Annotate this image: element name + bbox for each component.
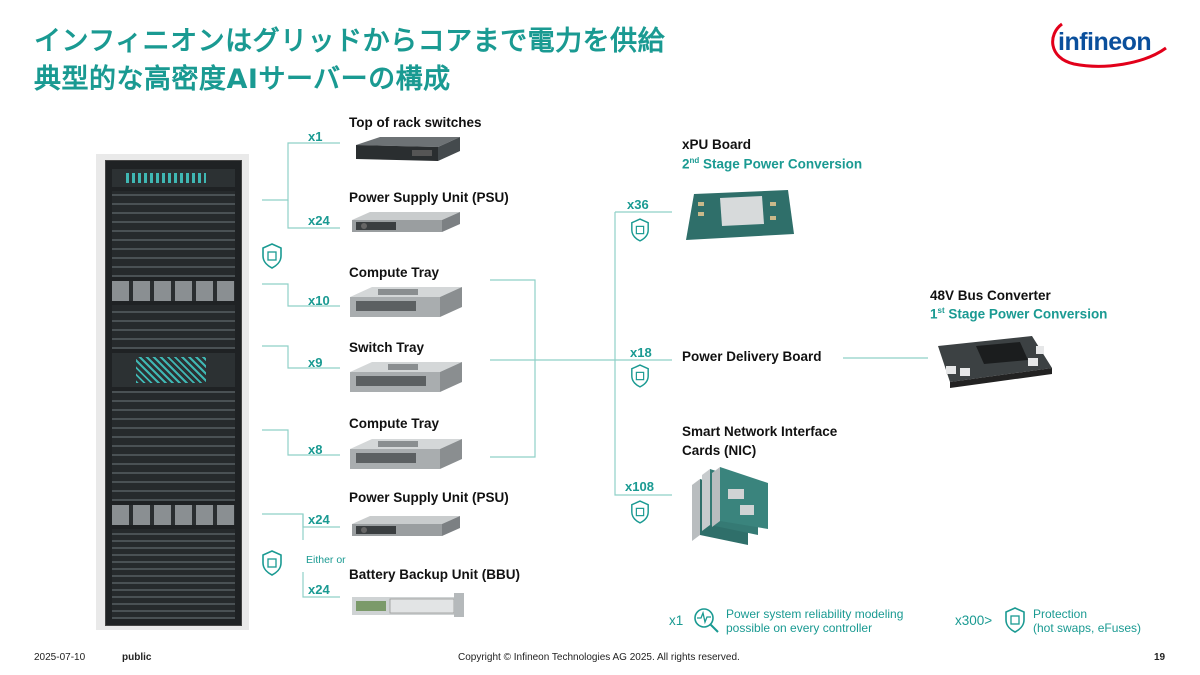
label-second-stage: 2nd Stage Power Conversion	[682, 156, 863, 172]
switch-tray-image	[348, 360, 464, 400]
protection-shield-icon	[630, 218, 650, 246]
server-rack-image	[96, 154, 249, 630]
multiplier-pdb: x18	[630, 345, 652, 360]
footer-page-number: 19	[1154, 652, 1166, 663]
label-first-stage: 1st Stage Power Conversion	[930, 306, 1108, 322]
protection-shield-icon	[630, 364, 650, 392]
legend-monitoring-text: Power system reliability modeling possib…	[726, 607, 904, 635]
multiplier-switch-tray: x9	[308, 355, 323, 370]
infineon-logo: infineon	[1044, 14, 1172, 72]
label-compute-tray-2: Compute Tray	[349, 416, 440, 431]
multiplier-psu-bottom: x24	[308, 512, 330, 527]
either-or-label: Either or	[306, 554, 346, 566]
bus-converter-image	[932, 332, 1054, 394]
nic-cards-image	[688, 465, 774, 553]
footer-copyright: Copyright © Infineon Technologies AG 202…	[458, 652, 740, 663]
protection-shield-icon	[261, 243, 283, 273]
multiplier-top-of-rack: x1	[308, 129, 323, 144]
compute-tray-image	[348, 285, 464, 325]
compute-tray-image	[348, 437, 464, 477]
page-subtitle: 典型的な高密度AIサーバーの構成	[34, 64, 451, 95]
protection-shield-icon	[261, 550, 283, 580]
label-psu-bottom: Power Supply Unit (PSU)	[349, 490, 509, 505]
label-power-delivery-board: Power Delivery Board	[682, 349, 822, 364]
multiplier-bbu: x24	[308, 582, 330, 597]
heartbeat-magnifier-icon	[692, 606, 720, 638]
footer-classification: public	[122, 652, 152, 663]
multiplier-compute-tray-1: x10	[308, 293, 330, 308]
label-switch-tray: Switch Tray	[349, 340, 425, 355]
psu-image	[350, 514, 462, 542]
multiplier-xpu: x36	[627, 197, 649, 212]
bbu-image	[350, 591, 468, 623]
label-xpu-board: xPU Board	[682, 137, 752, 152]
label-compute-tray-1: Compute Tray	[349, 265, 440, 280]
multiplier-psu-top: x24	[308, 213, 330, 228]
logo-swoosh-icon	[1051, 22, 1167, 68]
protection-shield-icon	[1004, 607, 1026, 637]
top-of-rack-switch-image	[352, 135, 462, 169]
xpu-board-image	[684, 188, 796, 248]
rack-cabinet	[105, 160, 242, 626]
footer-date: 2025-07-10	[34, 652, 86, 663]
label-bbu: Battery Backup Unit (BBU)	[349, 567, 521, 582]
legend-mult-protection: x300>	[955, 613, 993, 628]
label-48v-bus-converter: 48V Bus Converter	[930, 288, 1051, 303]
label-psu-top: Power Supply Unit (PSU)	[349, 190, 509, 205]
page-title: インフィニオンはグリッドからコアまで電力を供給	[34, 26, 666, 57]
label-top-of-rack: Top of rack switches	[349, 115, 482, 130]
multiplier-compute-tray-2: x8	[308, 442, 323, 457]
multiplier-nic: x108	[625, 479, 654, 494]
psu-image	[350, 210, 462, 238]
legend-mult-monitoring: x1	[669, 613, 684, 628]
legend-protection-text: Protection (hot swaps, eFuses)	[1033, 607, 1142, 635]
label-smart-nic: Smart Network Interface Cards (NIC)	[682, 424, 838, 458]
protection-shield-icon	[630, 500, 650, 528]
